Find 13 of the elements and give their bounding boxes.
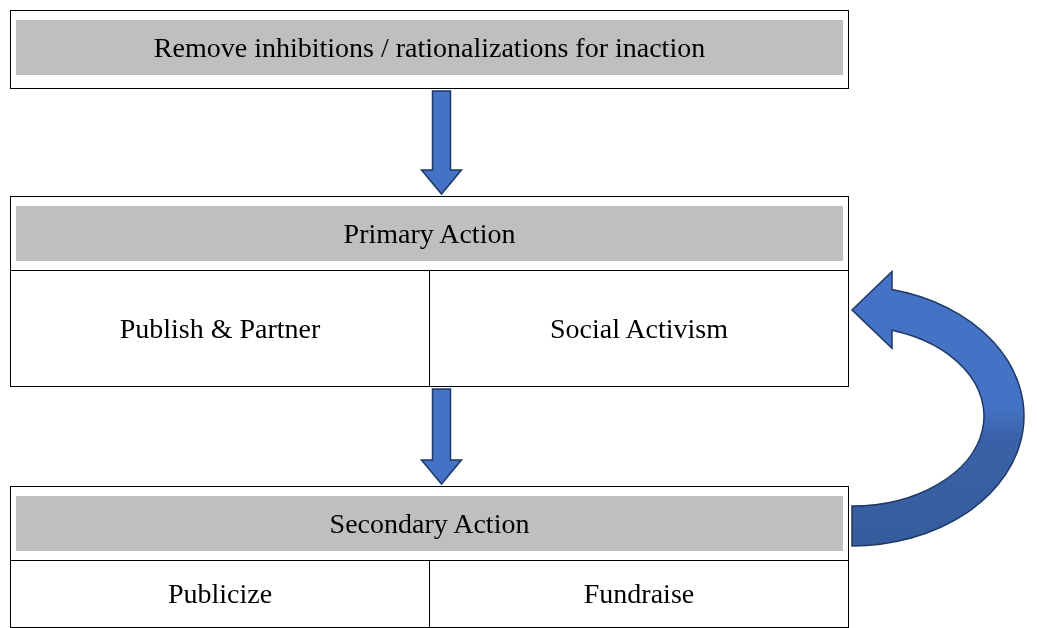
table-box (10, 486, 849, 628)
header-bar: Secondary Action (16, 496, 843, 551)
block-arrow (851, 270, 1025, 547)
table-cell: Publicize (11, 561, 429, 627)
header-bar: Primary Action (16, 206, 843, 261)
table-box (10, 10, 849, 89)
table-cell: Publish & Partner (11, 271, 429, 386)
table-box (10, 196, 849, 387)
block-arrow (419, 388, 464, 486)
table-cell: Fundraise (429, 561, 848, 627)
table-cell: Social Activism (429, 271, 848, 386)
header-bar: Remove inhibitions / rationalizations for inaction (16, 20, 843, 75)
block-arrow (419, 90, 464, 196)
